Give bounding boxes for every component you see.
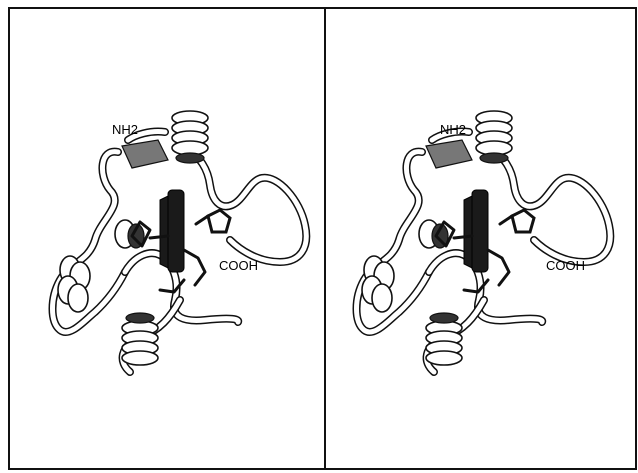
n-terminus-label-left: NH2 bbox=[112, 122, 138, 137]
n-terminus-label-right: NH2 bbox=[440, 122, 466, 137]
c-terminus-label-left: COOH bbox=[219, 258, 258, 273]
protein-ribbon-right bbox=[357, 111, 611, 372]
right-panel: NH2 COOH bbox=[357, 111, 611, 372]
c-terminus-label-right: COOH bbox=[546, 258, 585, 273]
left-panel: NH2 COOH bbox=[53, 111, 307, 372]
protein-ribbon-left bbox=[53, 111, 307, 372]
figure-border bbox=[9, 8, 636, 469]
